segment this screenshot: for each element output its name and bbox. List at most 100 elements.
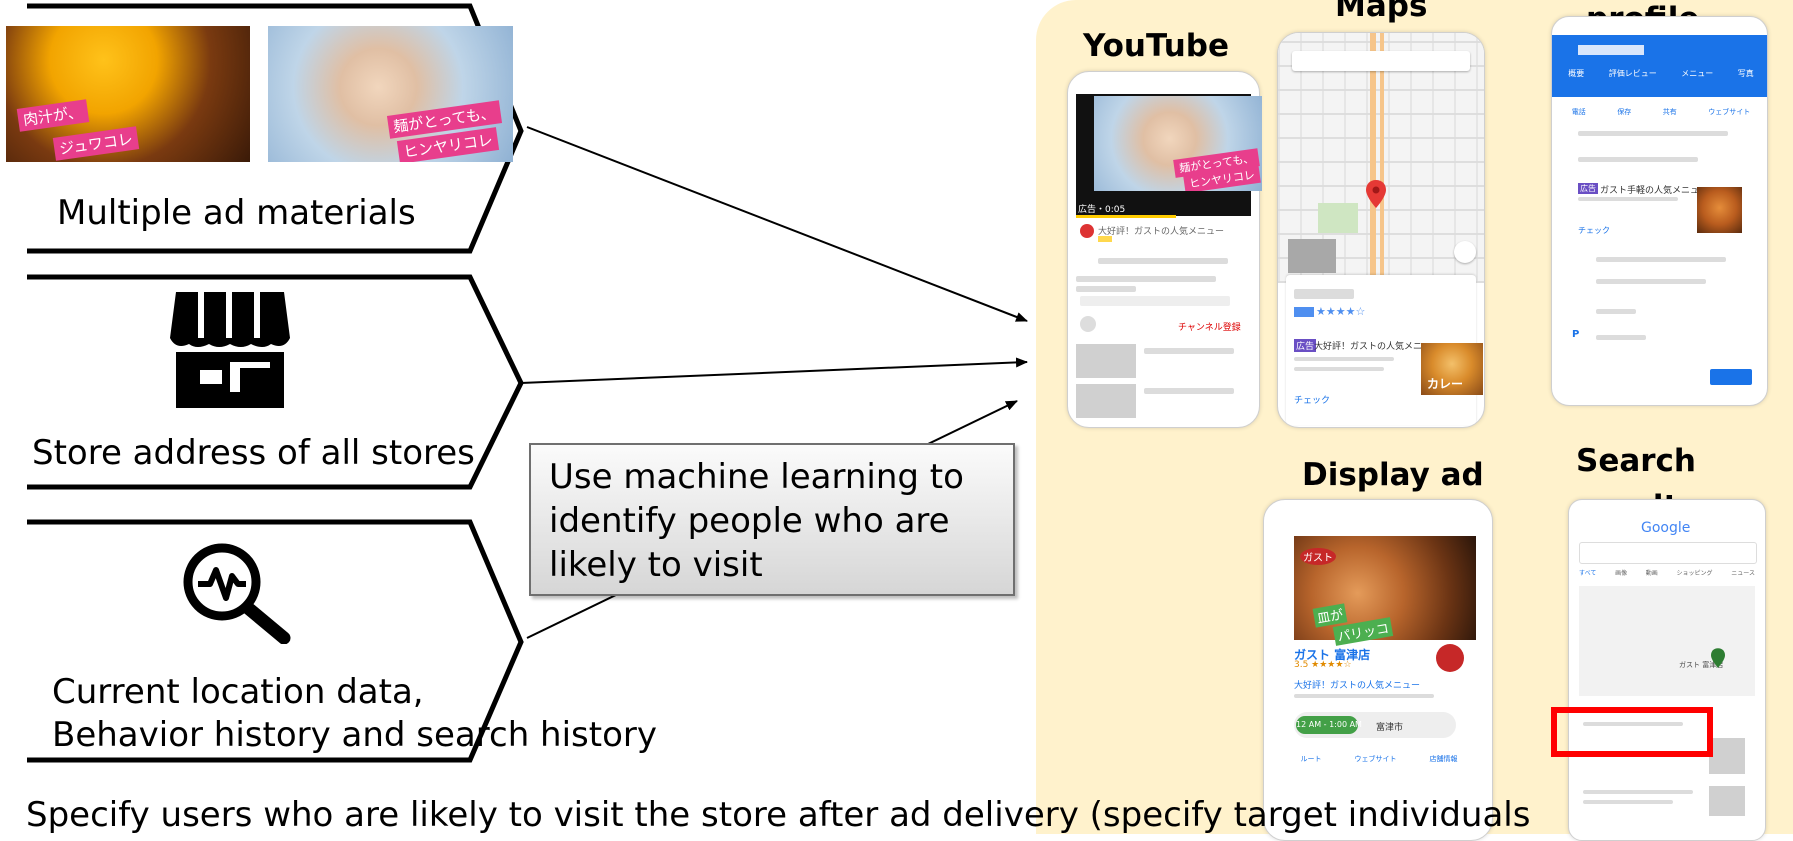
search-map-store: ガスト 富津店 — [1679, 661, 1724, 669]
action-website[interactable]: ウェブサイト — [1708, 108, 1751, 116]
placeholder-line — [1076, 286, 1136, 292]
profile-tabs[interactable]: 概要 評価レビュー メニュー 写真 — [1556, 68, 1766, 79]
tab-shopping[interactable]: ショッピング — [1676, 570, 1713, 577]
maps-curry-image: カレー — [1421, 343, 1483, 395]
placeholder-line — [1294, 357, 1394, 361]
yt-ad-badge — [1098, 236, 1112, 242]
tab-overview[interactable]: 概要 — [1568, 69, 1585, 78]
phone-maps: ★★★★☆ 広告 大好評！ガストの人気メニュー チェック — [1277, 32, 1485, 428]
maps-ad-badge: 広告 — [1294, 339, 1317, 352]
profile-ad-badge: 広告 — [1578, 183, 1598, 194]
display-ad-image: 皿が パリッコ ガスト — [1294, 536, 1476, 646]
placeholder-line — [1578, 197, 1678, 201]
rating-stars: ★★★★☆ — [1316, 305, 1366, 318]
title-display-ad: Display ad — [1302, 457, 1484, 493]
avatar-placeholder — [1080, 316, 1096, 332]
display-rating: 3.5 ★★★★☆ — [1294, 660, 1352, 670]
map-road — [1370, 33, 1376, 283]
placeholder-line — [1144, 388, 1234, 394]
subscribe-button[interactable]: チャンネル登録 — [1178, 323, 1241, 333]
search-tabs[interactable]: すべて 画像 動画 ショッピング ニュース — [1579, 568, 1755, 577]
arrow-store-address — [520, 357, 1028, 384]
yt-ad-label: 広告・0:05 — [1078, 205, 1126, 215]
google-logo: Google — [1641, 520, 1691, 536]
display-hours: 12 AM - 1:00 AM — [1296, 716, 1362, 734]
profile-check-link[interactable]: チェック — [1578, 226, 1610, 235]
result-thumb — [1709, 786, 1745, 816]
placeholder-line — [1596, 309, 1636, 314]
ad-image-noodles: 麺がとっても、 ヒンヤリコレ — [268, 26, 513, 162]
tab-reviews[interactable]: 評価レビュー — [1608, 69, 1657, 78]
label-location-data: Current location data, Behavior history … — [52, 672, 657, 755]
display-city: 富津市 — [1376, 723, 1404, 733]
ad-image-hamburg: 肉汁が、 ジュワコレ — [6, 26, 250, 162]
placeholder-line — [1098, 258, 1228, 264]
map-pin-icon — [1366, 180, 1386, 208]
rating-badge — [1294, 307, 1314, 317]
placeholder-line — [1076, 276, 1216, 282]
action-share[interactable]: 共有 — [1662, 108, 1677, 116]
profile-ad-image — [1697, 187, 1742, 233]
placeholder-line — [1583, 790, 1693, 794]
profile-share-button[interactable] — [1710, 369, 1752, 385]
maps-check-link[interactable]: チェック — [1294, 396, 1331, 406]
yt-overlay-ad-image: 麺がとっても、 ヒンヤリコレ — [1094, 96, 1262, 191]
channel-avatar — [1080, 224, 1094, 238]
placeholder-line — [1144, 348, 1234, 354]
profile-actions[interactable]: 電話 保存 共有 ウェブサイト — [1556, 107, 1766, 117]
action-store-info[interactable]: 店舗情報 — [1429, 755, 1458, 763]
search-map[interactable] — [1579, 586, 1755, 696]
action-save[interactable]: 保存 — [1617, 108, 1632, 116]
placeholder-line — [1578, 131, 1728, 136]
ad-tag: 肉汁が、 — [16, 99, 89, 132]
display-desc: 大好評！ガストの人気メニュー — [1294, 681, 1421, 691]
label-store-address: Store address of all stores — [32, 433, 475, 473]
map-park — [1318, 203, 1358, 233]
tab-menu[interactable]: メニュー — [1681, 69, 1714, 78]
tab-images[interactable]: 画像 — [1615, 570, 1628, 577]
display-brand-badge — [1436, 644, 1464, 672]
display-actions[interactable]: ルート ウェブサイト 店舗情報 — [1284, 754, 1474, 764]
yt-progress — [1076, 215, 1176, 218]
phone-display-ad: 皿が パリッコ ガスト ガスト 富津店 3.5 ★★★★☆ 大好評！ガストの人気… — [1263, 499, 1493, 841]
place-photo — [1288, 239, 1336, 273]
placeholder-line — [1596, 279, 1706, 284]
result-thumb — [1709, 738, 1745, 774]
map-road — [1380, 33, 1384, 283]
curry-label: カレー — [1427, 377, 1464, 391]
title-youtube: YouTube — [1083, 28, 1229, 64]
tab-news[interactable]: ニュース — [1731, 570, 1755, 577]
map-search-bar[interactable] — [1292, 51, 1470, 71]
action-row — [1080, 296, 1230, 306]
placeholder-line — [1294, 367, 1384, 371]
locate-button[interactable] — [1454, 241, 1476, 263]
thumb-placeholder — [1076, 384, 1136, 418]
title-search-line1: Search — [1576, 443, 1697, 479]
store-icon — [170, 292, 290, 408]
profile-title-bar — [1578, 45, 1644, 55]
maps-ad-text: 大好評！ガストの人気メニュー — [1314, 342, 1441, 352]
action-route[interactable]: ルート — [1300, 755, 1322, 763]
placeholder-line — [1294, 289, 1354, 299]
profile-ad-text: ガスト手軽の人気メニュー — [1600, 186, 1709, 196]
analytics-search-icon — [183, 543, 291, 644]
action-website[interactable]: ウェブサイト — [1354, 755, 1397, 763]
tab-all[interactable]: すべて — [1579, 570, 1597, 577]
display-store-name[interactable]: ガスト 富津店 — [1294, 648, 1371, 662]
action-call[interactable]: 電話 — [1571, 108, 1586, 116]
thumb-placeholder — [1076, 344, 1136, 378]
placeholder-line — [1578, 157, 1698, 162]
bottom-caption: Specify users who are likely to visit th… — [26, 795, 1531, 835]
placeholder-line — [1583, 722, 1683, 726]
phone-search-results: Google すべて 画像 動画 ショッピング ニュース ガスト 富津店 — [1568, 499, 1766, 841]
placeholder-line — [1294, 694, 1434, 698]
tab-photos[interactable]: 写真 — [1737, 69, 1754, 78]
yt-video-title: 大好評！ガストの人気メニュー — [1098, 227, 1225, 237]
search-map-pin-icon — [1711, 648, 1725, 668]
parking-icon: P — [1572, 329, 1580, 340]
label-ad-materials: Multiple ad materials — [57, 193, 416, 233]
search-input[interactable] — [1579, 542, 1757, 564]
display-ad-tag: 皿が — [1312, 603, 1348, 628]
title-maps: Maps — [1335, 0, 1428, 24]
tab-video[interactable]: 動画 — [1645, 570, 1658, 577]
